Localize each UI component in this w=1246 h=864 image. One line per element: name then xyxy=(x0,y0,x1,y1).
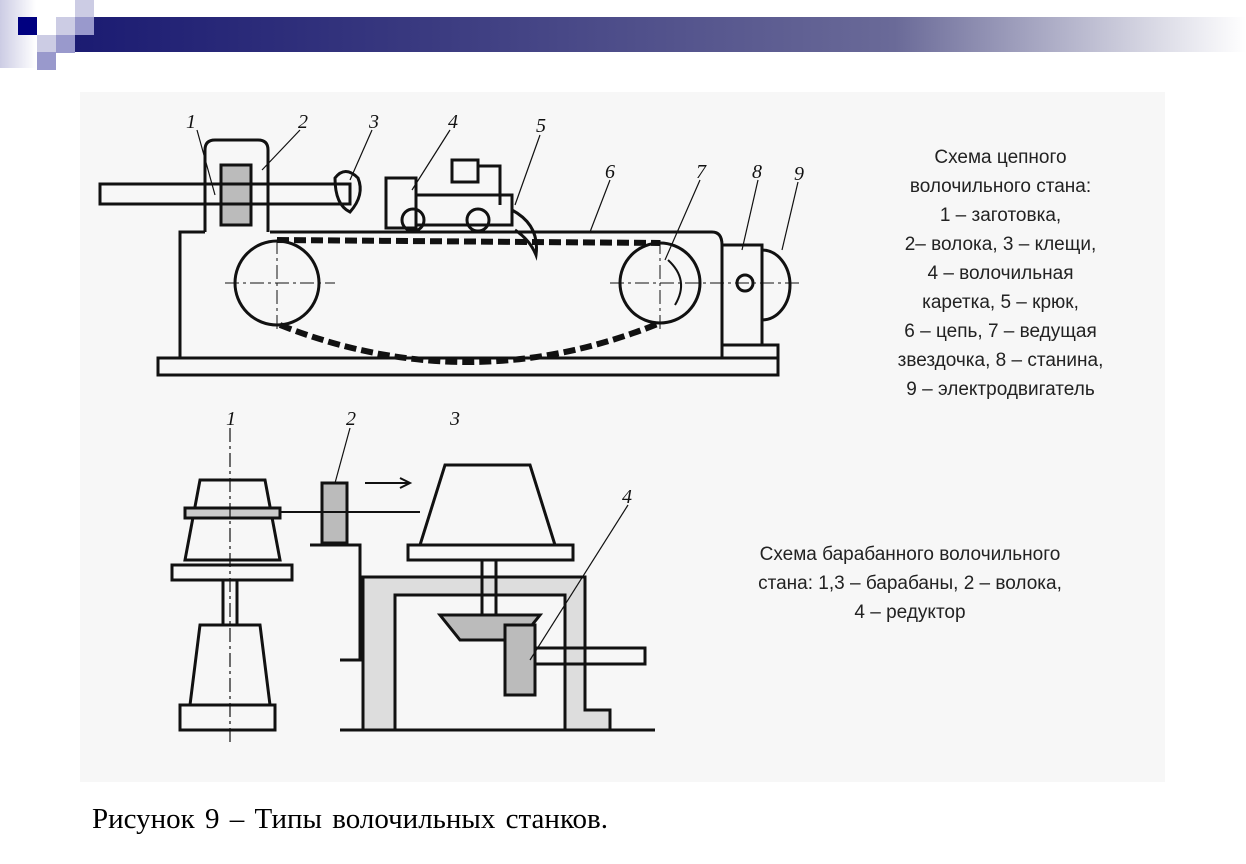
drum-machine-legend: Схема барабанного волочильного стана: 1,… xyxy=(700,540,1120,627)
label-die-2: 2 xyxy=(346,408,356,430)
drum-drawing-machine xyxy=(170,427,655,745)
label-drum-3: 3 xyxy=(449,408,460,430)
legend-line: стана: 1,3 – барабаны, 2 – волока, xyxy=(758,573,1062,594)
label-9: 9 xyxy=(794,163,804,185)
drum-3 xyxy=(417,463,558,547)
header-square xyxy=(56,35,75,53)
carriage-block xyxy=(450,158,480,184)
label-2: 2 xyxy=(298,111,308,133)
drum-3-table xyxy=(406,543,575,562)
carriage-wheel xyxy=(400,207,426,233)
legend-line: 1 – заготовка, xyxy=(939,205,1062,226)
legend-line: 6 – цепь, 7 – ведущая xyxy=(904,321,1097,342)
label-reducer-4: 4 xyxy=(622,486,632,508)
chain-drawing-machine xyxy=(98,129,800,377)
direction-arrow xyxy=(365,477,413,489)
label-drum-1: 1 xyxy=(226,408,236,430)
header-square xyxy=(75,0,94,18)
drum-1-table xyxy=(170,563,294,582)
legend-line: Схема барабанного волочильного xyxy=(759,544,1061,565)
base-plate xyxy=(156,356,780,377)
header-square xyxy=(37,52,56,70)
label-4: 4 xyxy=(448,111,458,133)
legend-line: 4 – волочильная xyxy=(927,263,1074,284)
input-shaft xyxy=(533,646,647,666)
legend-line: 2– волока, 3 – клещи, xyxy=(904,234,1097,255)
machine-frame xyxy=(178,230,724,358)
header-bar xyxy=(75,17,1246,52)
drum-1-foot xyxy=(178,703,277,732)
label-7: 7 xyxy=(696,161,707,183)
gearbox-housing xyxy=(361,575,612,732)
chain-machine-legend: Схема цепного волочильного стана: 1 – за… xyxy=(858,143,1143,404)
frame-stand xyxy=(720,243,764,347)
leader-lines xyxy=(229,427,629,745)
chain-lower xyxy=(278,320,662,365)
header-square xyxy=(37,35,56,53)
part-labels: 1 2 3 4 5 6 7 8 9 1 2 3 4 xyxy=(186,111,804,508)
legend-line: звездочка, 8 – станина, xyxy=(897,350,1104,371)
die-block xyxy=(219,163,253,227)
leader-lines xyxy=(196,129,799,261)
legend-line: каретка, 5 – крюк, xyxy=(922,292,1079,313)
stand-base xyxy=(720,343,780,360)
center-lines xyxy=(225,240,800,330)
die-support xyxy=(310,543,362,662)
drum-1-winding xyxy=(183,506,282,520)
legend-line: Схема цепного xyxy=(934,147,1067,168)
carriage-wheel xyxy=(465,207,491,233)
header-square xyxy=(75,17,94,35)
hook xyxy=(511,208,538,261)
label-8: 8 xyxy=(752,161,762,183)
electric-motor xyxy=(761,248,792,322)
legend-line: 9 – электродвигатель xyxy=(906,379,1095,400)
rotation-arrow xyxy=(667,259,683,306)
legend-line: 4 – редуктор xyxy=(854,602,966,623)
carriage-body xyxy=(414,193,514,227)
header-square xyxy=(56,17,75,35)
die-housing xyxy=(203,138,270,232)
legend-line: волочильного стана: xyxy=(909,176,1092,197)
header-square xyxy=(18,17,37,35)
chain-upper xyxy=(276,237,661,246)
tongs xyxy=(333,170,362,214)
figure-caption: Рисунок 9 – Типы волочильных станков. xyxy=(92,803,609,835)
label-6: 6 xyxy=(605,161,615,183)
drum-1 xyxy=(183,478,282,562)
label-3: 3 xyxy=(368,111,379,133)
figure-background xyxy=(80,92,1165,782)
workpiece-rod xyxy=(98,182,352,206)
carriage-linkage xyxy=(478,164,502,205)
label-1: 1 xyxy=(186,111,196,133)
label-5: 5 xyxy=(536,115,546,137)
